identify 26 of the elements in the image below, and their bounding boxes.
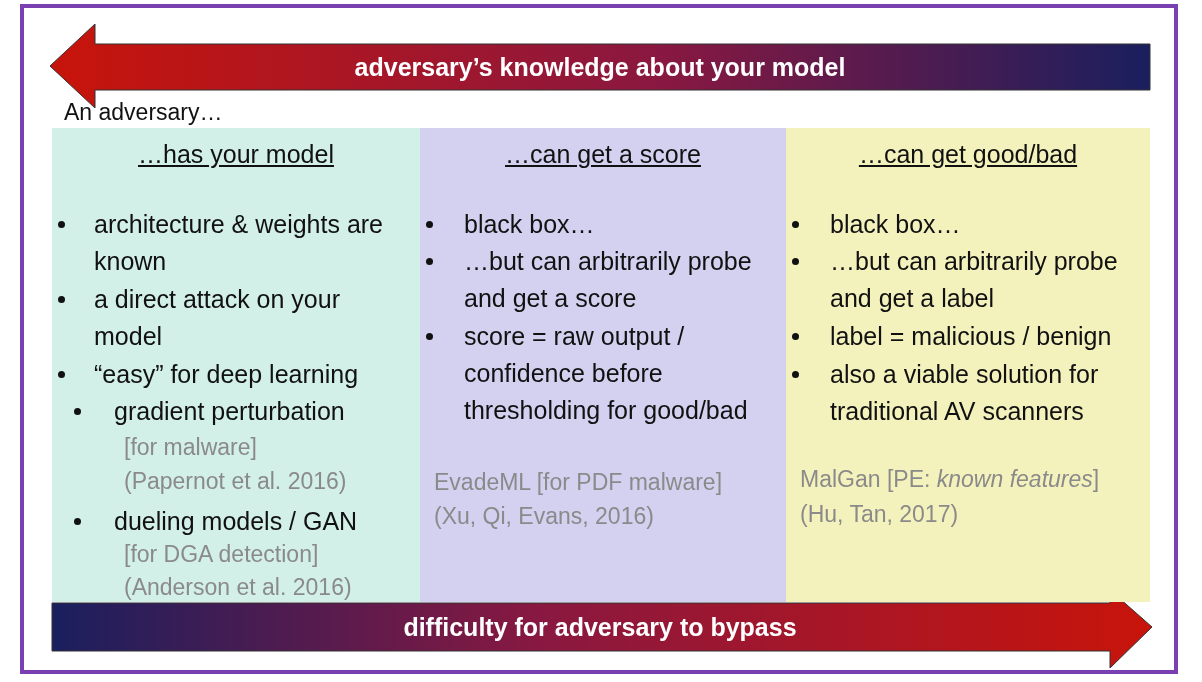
citation-text: (Xu, Qi, Evans, 2016): [434, 502, 655, 531]
column-heading: …can get a score: [504, 139, 702, 170]
bullet-text: “easy” for deep learning: [94, 359, 360, 390]
arrow-label: adversary’s knowledge about your model: [354, 52, 846, 83]
citation-text: (Hu, Tan, 2017): [800, 500, 960, 529]
citation-text: (Anderson et al. 2016): [124, 573, 353, 602]
citation-text: EvadeML [for PDF malware]: [434, 468, 724, 497]
column-heading: …can get good/bad: [857, 139, 1079, 170]
citation-text: [for malware]: [124, 433, 258, 462]
bullet-text: a direct attack on your model: [94, 284, 341, 352]
citation-text: (Papernot et al. 2016): [124, 467, 348, 496]
citation-text: MalGan [PE: known features]: [800, 465, 1101, 494]
intro-text: An adversary…: [64, 98, 223, 127]
bullet-text: score = raw output / confidence before thresholding for good/bad: [464, 321, 749, 426]
bullet-text: black box…: [830, 209, 962, 240]
column-panel: [52, 128, 420, 602]
bullet-text: also a viable solution for traditional AV scanners: [830, 359, 1100, 427]
arrow-label: difficulty for adversary to bypass: [403, 612, 797, 643]
bullet-text: label = malicious / benign: [830, 321, 1113, 352]
bullet-text: dueling models / GAN: [114, 506, 359, 537]
column-panel: [420, 128, 786, 602]
citation-text: [for DGA detection]: [124, 540, 320, 569]
bullet-text: gradient perturbation: [114, 396, 346, 427]
bullet-text: black box…: [464, 209, 596, 240]
column-heading: …has your model: [137, 139, 335, 170]
column-panel: [786, 128, 1150, 602]
